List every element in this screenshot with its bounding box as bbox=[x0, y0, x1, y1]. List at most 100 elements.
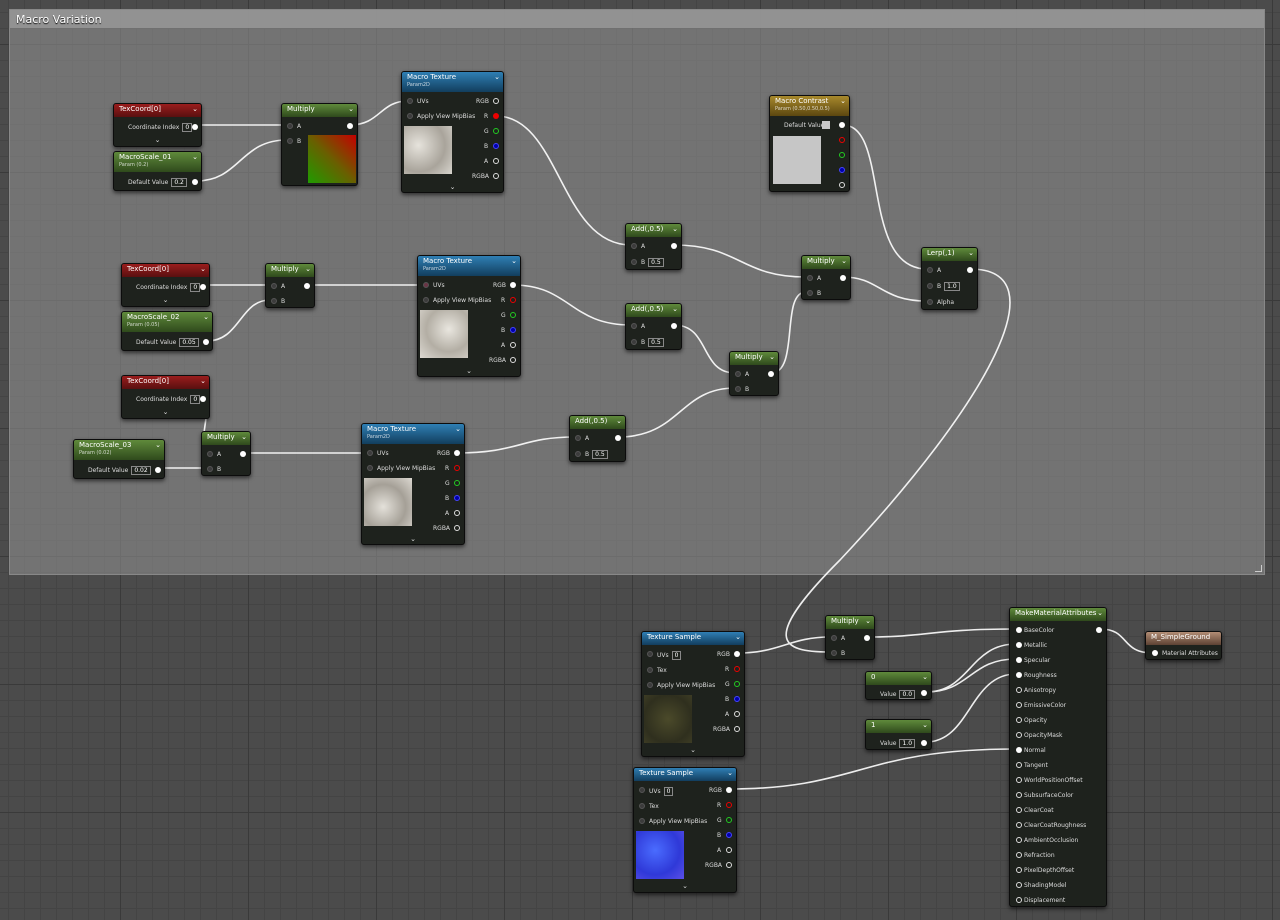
chevron-down-icon[interactable]: ⌄ bbox=[865, 617, 871, 625]
chevron-down-icon[interactable]: ⌄ bbox=[690, 746, 696, 754]
input-pin-b[interactable] bbox=[575, 451, 581, 457]
input-pin-opacitymask[interactable] bbox=[1016, 732, 1022, 738]
input-pin-mipbias[interactable] bbox=[639, 818, 645, 824]
coord-index-input[interactable]: 0 bbox=[182, 123, 193, 132]
input-pin-a[interactable] bbox=[287, 123, 293, 129]
coord-index-input[interactable]: 0 bbox=[190, 283, 201, 292]
output-pin-g[interactable] bbox=[839, 152, 845, 158]
chevron-down-icon[interactable]: ⌄ bbox=[968, 249, 974, 257]
input-pin-anisotropy[interactable] bbox=[1016, 687, 1022, 693]
output-pin-b[interactable] bbox=[726, 832, 732, 838]
default-value-input[interactable]: 0.05 bbox=[179, 338, 199, 347]
input-pin-tex[interactable] bbox=[639, 803, 645, 809]
output-pin[interactable] bbox=[671, 323, 677, 329]
output-pin-r[interactable] bbox=[510, 297, 516, 303]
chevron-down-icon[interactable]: ⌄ bbox=[154, 136, 161, 144]
node-header[interactable]: Lerp(,1)⌄ bbox=[922, 248, 977, 261]
input-pin-a[interactable] bbox=[271, 283, 277, 289]
input-pin-b[interactable] bbox=[631, 339, 637, 345]
node-header[interactable]: Multiply⌄ bbox=[282, 104, 357, 117]
output-pin[interactable] bbox=[192, 124, 198, 130]
node-header[interactable]: MakeMaterialAttributes⌄ bbox=[1010, 608, 1106, 621]
chevron-down-icon[interactable]: ⌄ bbox=[410, 535, 416, 543]
input-pin-b[interactable] bbox=[287, 138, 293, 144]
multiply-node-1[interactable]: Multiply⌄ A B bbox=[281, 103, 358, 186]
chevron-down-icon[interactable]: ⌄ bbox=[192, 153, 198, 161]
chevron-down-icon[interactable]: ⌄ bbox=[455, 425, 461, 433]
output-pin-b[interactable] bbox=[493, 143, 499, 149]
output-pin-rgb[interactable] bbox=[510, 282, 516, 288]
chevron-down-icon[interactable]: ⌄ bbox=[162, 408, 169, 416]
node-header[interactable]: Add(,0.5)⌄ bbox=[570, 416, 625, 429]
input-pin-opacity[interactable] bbox=[1016, 717, 1022, 723]
material-output-node[interactable]: M_SimpleGround Material Attributes bbox=[1145, 631, 1222, 660]
input-pin-basecolor[interactable] bbox=[1016, 627, 1022, 633]
input-pin-a[interactable] bbox=[575, 435, 581, 441]
input-pin-b[interactable] bbox=[927, 283, 933, 289]
node-header[interactable]: M_SimpleGround bbox=[1146, 632, 1221, 645]
chevron-down-icon[interactable]: ⌄ bbox=[466, 367, 472, 375]
chevron-down-icon[interactable]: ⌄ bbox=[241, 433, 247, 441]
multiply-node-2[interactable]: Multiply⌄ A B bbox=[265, 263, 315, 308]
input-pin-displacement[interactable] bbox=[1016, 897, 1022, 903]
output-pin-rgba[interactable] bbox=[726, 862, 732, 868]
chevron-down-icon[interactable]: ⌄ bbox=[616, 417, 622, 425]
chevron-down-icon[interactable]: ⌄ bbox=[727, 769, 733, 777]
multiply-node-b[interactable]: Multiply⌄ A B bbox=[801, 255, 851, 300]
node-header[interactable]: Multiply⌄ bbox=[730, 352, 778, 365]
node-header[interactable]: Multiply⌄ bbox=[266, 264, 314, 277]
input-pin-clearcoatroughness[interactable] bbox=[1016, 822, 1022, 828]
output-pin-g[interactable] bbox=[726, 817, 732, 823]
output-pin-b[interactable] bbox=[510, 327, 516, 333]
input-pin-uvs[interactable] bbox=[639, 787, 645, 793]
node-header[interactable]: Texture Sample⌄ bbox=[642, 632, 744, 645]
output-pin[interactable] bbox=[840, 275, 846, 281]
input-pin-a[interactable] bbox=[631, 243, 637, 249]
input-pin-uvs[interactable] bbox=[367, 450, 373, 456]
multiply-node-final[interactable]: Multiply⌄ A B bbox=[825, 615, 875, 660]
chevron-down-icon[interactable]: ⌄ bbox=[922, 673, 928, 681]
input-pin-tangent[interactable] bbox=[1016, 762, 1022, 768]
output-pin-rgb[interactable] bbox=[454, 450, 460, 456]
output-pin-g[interactable] bbox=[454, 480, 460, 486]
output-pin-r[interactable] bbox=[839, 137, 845, 143]
output-pin-rgb[interactable] bbox=[839, 122, 845, 128]
output-pin-g[interactable] bbox=[510, 312, 516, 318]
chevron-down-icon[interactable]: ⌄ bbox=[1097, 609, 1103, 617]
output-pin-a[interactable] bbox=[726, 847, 732, 853]
output-pin[interactable] bbox=[967, 267, 973, 273]
chevron-down-icon[interactable]: ⌄ bbox=[348, 105, 354, 113]
color-swatch[interactable] bbox=[822, 121, 830, 129]
output-pin-r[interactable] bbox=[493, 113, 499, 119]
output-pin-a[interactable] bbox=[493, 158, 499, 164]
b-value-input[interactable]: 0.5 bbox=[592, 450, 608, 459]
input-pin-uvs[interactable] bbox=[407, 98, 413, 104]
input-pin-b[interactable] bbox=[735, 386, 741, 392]
chevron-down-icon[interactable]: ⌄ bbox=[192, 105, 198, 113]
output-pin-b[interactable] bbox=[454, 495, 460, 501]
output-pin[interactable] bbox=[155, 467, 161, 473]
output-pin-rgb[interactable] bbox=[726, 787, 732, 793]
chevron-down-icon[interactable]: ⌄ bbox=[682, 882, 688, 890]
b-value-input[interactable]: 1.0 bbox=[944, 282, 960, 291]
input-pin-b[interactable] bbox=[271, 298, 277, 304]
output-pin[interactable] bbox=[864, 635, 870, 641]
input-pin-a[interactable] bbox=[207, 451, 213, 457]
input-pin-b[interactable] bbox=[631, 259, 637, 265]
input-pin-subsurfacecolor[interactable] bbox=[1016, 792, 1022, 798]
chevron-down-icon[interactable]: ⌄ bbox=[155, 441, 161, 449]
output-pin-r[interactable] bbox=[454, 465, 460, 471]
